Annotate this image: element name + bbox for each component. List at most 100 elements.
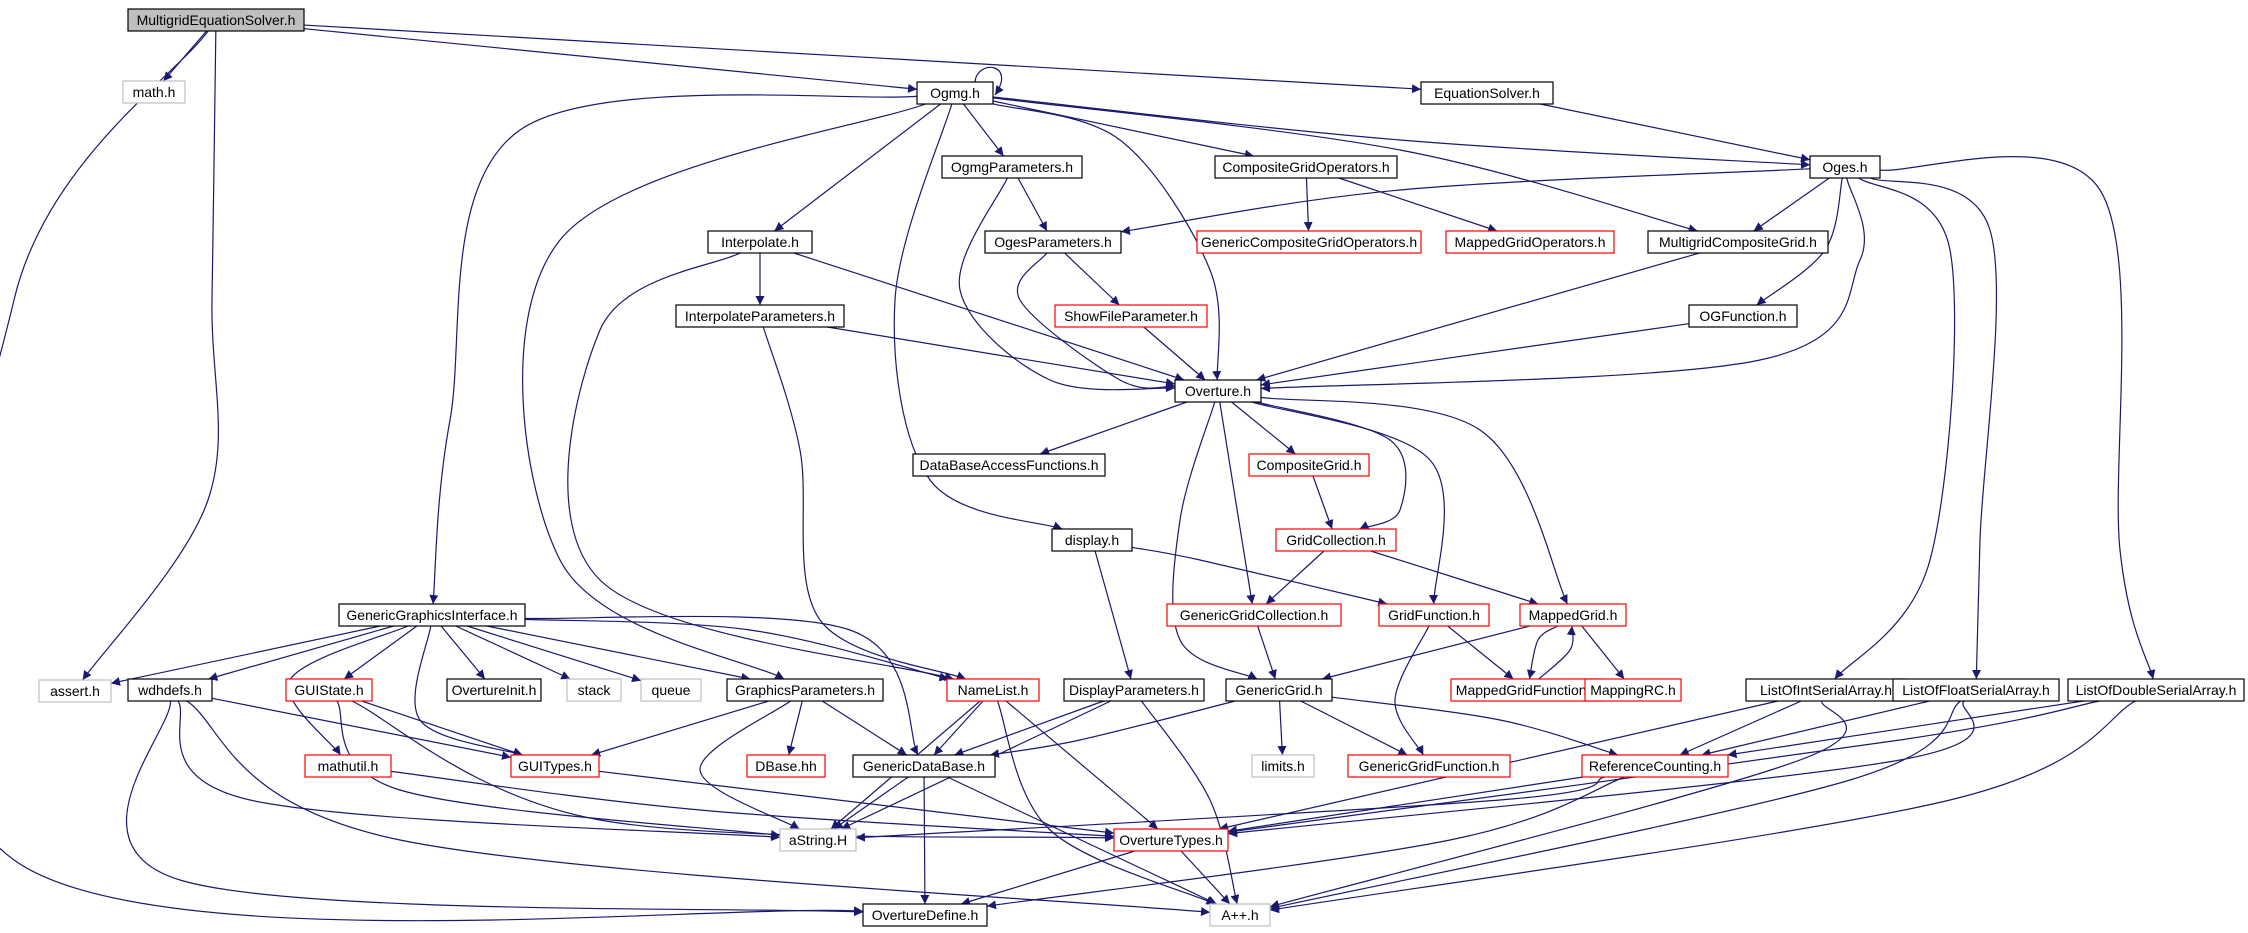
node-ogmg-h[interactable]: Ogmg.h xyxy=(916,81,994,105)
node-mathutil-h[interactable]: mathutil.h xyxy=(304,754,392,778)
node-box xyxy=(566,678,622,702)
edge-genericgraphicsinterface-h-to-assert-h xyxy=(110,625,381,686)
node-mappingrc-h[interactable]: MappingRC.h xyxy=(1584,678,1682,702)
node-box xyxy=(510,754,600,778)
edge-gridcollection-h-to-mappedgrid-h xyxy=(1370,550,1539,606)
node-a-h[interactable]: A++.h xyxy=(1209,903,1271,927)
node-queue[interactable]: queue xyxy=(640,678,702,702)
edge-listofintserialarray-h-to-a-h xyxy=(1269,700,1847,909)
node-overture-h[interactable]: Overture.h xyxy=(1174,379,1262,403)
node-genericdatabase-h[interactable]: GenericDataBase.h xyxy=(852,754,996,778)
node-oges-h[interactable]: Oges.h xyxy=(1809,155,1881,179)
node-box xyxy=(640,678,702,702)
node-databaseaccessfunctions-h[interactable]: DataBaseAccessFunctions.h xyxy=(912,453,1106,477)
node-label: EquationSolver.h xyxy=(1434,85,1540,101)
node-box xyxy=(941,155,1083,179)
edges-layer xyxy=(0,24,2156,922)
node-box xyxy=(304,754,392,778)
node-displayparameters-h[interactable]: DisplayParameters.h xyxy=(1063,678,1205,702)
node-multigridcompositegrid-h[interactable]: MultigridCompositeGrid.h xyxy=(1647,230,1829,254)
node-genericcompositegridoperators-h[interactable]: GenericCompositeGridOperators.h xyxy=(1196,230,1422,254)
node-overtureinit-h[interactable]: OvertureInit.h xyxy=(446,678,542,702)
node-box xyxy=(1809,155,1881,179)
node-box xyxy=(779,828,857,852)
edge-oges-h-to-listoffloatserialarray-h xyxy=(1870,177,1998,680)
node-interpolate-h[interactable]: Interpolate.h xyxy=(707,230,813,254)
edge-ogmg-h-to-display-h xyxy=(893,103,1063,531)
node-label: stack xyxy=(578,682,612,698)
edge-ogmg-h-to-interpolate-h xyxy=(774,103,941,232)
node-overturetypes-h[interactable]: OvertureTypes.h xyxy=(1113,828,1229,852)
node-gridcollection-h[interactable]: GridCollection.h xyxy=(1275,528,1397,552)
node-label: ShowFileParameter.h xyxy=(1064,308,1198,324)
node-label: OvertureDefine.h xyxy=(872,907,979,923)
node-showfileparameter-h[interactable]: ShowFileParameter.h xyxy=(1054,304,1208,328)
edge-listofdoubleserialarray-h-to-overturetypes-h xyxy=(1227,700,2100,836)
edge-mappedgrid-h-to-mappedgridfunction-h xyxy=(1526,625,1558,680)
edge-ogfunction-h-to-overture-h xyxy=(1260,323,1690,389)
node-ogesparameters-h[interactable]: OgesParameters.h xyxy=(984,230,1122,254)
node-box xyxy=(1378,603,1490,627)
node-genericgraphicsinterface-h[interactable]: GenericGraphicsInterface.h xyxy=(338,603,526,627)
edge-oges-h-to-listofdoubleserialarray-h xyxy=(1879,156,2156,680)
node-namelist-h[interactable]: NameList.h xyxy=(946,678,1040,702)
node-mappedgrid-h[interactable]: MappedGrid.h xyxy=(1519,603,1627,627)
node-guitypes-h[interactable]: GUITypes.h xyxy=(510,754,600,778)
node-mappedgridoperators-h[interactable]: MappedGridOperators.h xyxy=(1445,230,1615,254)
node-dbase-hh[interactable]: DBase.hh xyxy=(746,754,826,778)
node-multigridequationsolver-h[interactable]: MultigridEquationSolver.h xyxy=(127,8,305,32)
edge-ogmg-h-to-compositegridoperators-h xyxy=(992,100,1254,159)
node-label: NameList.h xyxy=(958,682,1029,698)
edge-listofintserialarray-h-to-referencecounting-h xyxy=(1679,700,1802,756)
node-label: GenericGrid.h xyxy=(1235,682,1322,698)
node-listofintserialarray-h[interactable]: ListOfIntSerialArray.h xyxy=(1745,678,1907,702)
edge-gridfunction-h-to-mappedgridfunction-h xyxy=(1447,625,1514,680)
edge-genericgraphicsinterface-h-to-namelist-h xyxy=(524,618,949,682)
edge-overture-h-to-mappedgrid-h xyxy=(1260,396,1569,605)
node-box xyxy=(127,8,305,32)
node-mappedgridfunction-h[interactable]: MappedGridFunction.h xyxy=(1450,678,1604,702)
node-genericgrid-h[interactable]: GenericGrid.h xyxy=(1225,678,1333,702)
node-compositegridoperators-h[interactable]: CompositeGridOperators.h xyxy=(1214,155,1398,179)
node-referencecounting-h[interactable]: ReferenceCounting.h xyxy=(1581,754,1729,778)
node-stack[interactable]: stack xyxy=(566,678,622,702)
edge-namelist-h-to-overturetypes-h xyxy=(1005,700,1159,830)
edge-displayparameters-h-to-a-h xyxy=(1141,700,1240,905)
node-label: GenericGridCollection.h xyxy=(1180,607,1329,623)
node-math-h[interactable]: math.h xyxy=(122,80,186,104)
edge-genericgrid-h-to-genericdatabase-h xyxy=(989,700,1236,758)
node-gridfunction-h[interactable]: GridFunction.h xyxy=(1378,603,1490,627)
node-assert-h[interactable]: assert.h xyxy=(38,679,112,703)
edge-equationsolver-h-to-oges-h xyxy=(1540,103,1811,163)
node-graphicsparameters-h[interactable]: GraphicsParameters.h xyxy=(726,678,884,702)
node-interpolateparameters-h[interactable]: InterpolateParameters.h xyxy=(675,304,845,328)
node-box xyxy=(984,230,1122,254)
node-genericgridfunction-h[interactable]: GenericGridFunction.h xyxy=(1347,754,1511,778)
node-box xyxy=(746,754,826,778)
edge-referencecounting-h-to-astring-h xyxy=(855,776,1605,842)
edge-interpolateparameters-h-to-overture-h xyxy=(827,326,1176,387)
node-compositegrid-h[interactable]: CompositeGrid.h xyxy=(1248,453,1370,477)
edge-graphicsparameters-h-to-astring-h xyxy=(699,700,800,830)
node-guistate-h[interactable]: GUIState.h xyxy=(285,678,373,702)
node-label: MappingRC.h xyxy=(1590,682,1676,698)
node-astring-h[interactable]: aString.H xyxy=(779,828,857,852)
node-box xyxy=(1248,453,1370,477)
node-ogmgparameters-h[interactable]: OgmgParameters.h xyxy=(941,155,1083,179)
node-display-h[interactable]: display.h xyxy=(1051,528,1133,552)
node-overturedefine-h[interactable]: OvertureDefine.h xyxy=(862,903,988,927)
node-wdhdefs-h[interactable]: wdhdefs.h xyxy=(127,678,213,702)
node-ogfunction-h[interactable]: OGFunction.h xyxy=(1688,304,1798,328)
node-genericgridcollection-h[interactable]: GenericGridCollection.h xyxy=(1166,603,1342,627)
node-listoffloatserialarray-h[interactable]: ListOfFloatSerialArray.h xyxy=(1892,678,2060,702)
node-label: OGFunction.h xyxy=(1699,308,1786,324)
edge-overture-h-to-genericgridcollection-h xyxy=(1219,401,1256,605)
node-label: GenericDataBase.h xyxy=(863,758,985,774)
node-listofdoubleserialarray-h[interactable]: ListOfDoubleSerialArray.h xyxy=(2067,678,2245,702)
edge-multigridequationsolver-h-to-overturedefine-h xyxy=(0,30,864,922)
node-label: DisplayParameters.h xyxy=(1069,682,1199,698)
edge-ogmg-h-to-genericgraphicsinterface-h xyxy=(429,94,918,605)
node-equationsolver-h[interactable]: EquationSolver.h xyxy=(1420,81,1554,105)
node-limits-h[interactable]: limits.h xyxy=(1251,754,1315,778)
